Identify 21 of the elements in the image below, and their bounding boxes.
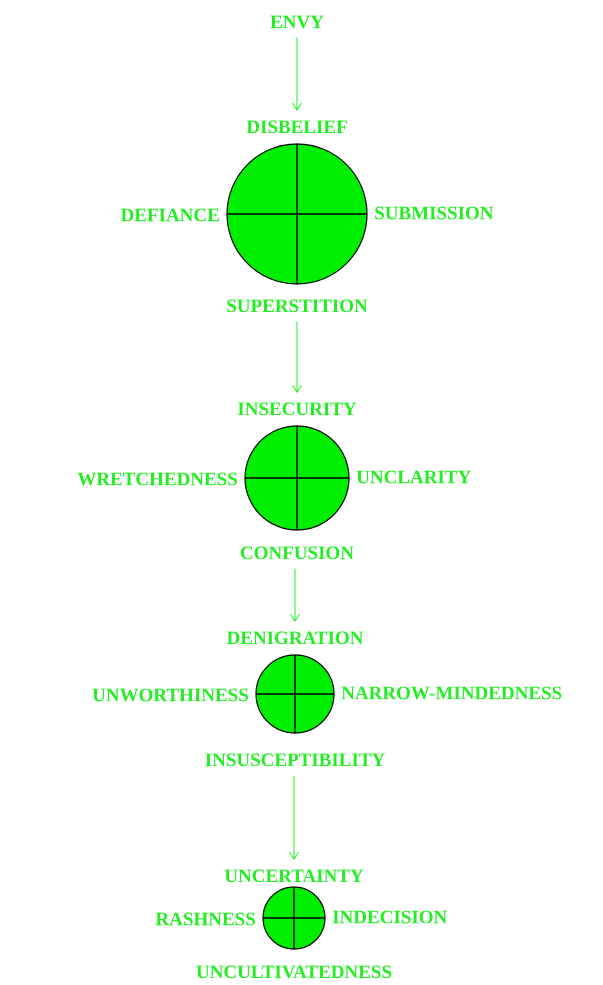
arrow	[292, 321, 302, 394]
circle-label: UNCULTIVATEDNESS	[196, 965, 392, 978]
circle-label: INSUSCEPTIBILITY	[205, 753, 385, 766]
circle-label: DENIGRATION	[226, 631, 364, 644]
word-label: ENVY	[270, 16, 324, 28]
circle-label: DISBELIEF	[246, 120, 347, 134]
circle-label: DEFIANCE	[120, 208, 219, 222]
circle-label: UNWORTHINESS	[92, 688, 248, 702]
circle-label: INDECISION	[332, 910, 448, 924]
circle-label: SUBMISSION	[375, 206, 494, 220]
circle-label: INSECURITY	[238, 402, 356, 416]
circle-label: UNCERTAINTY	[224, 869, 364, 882]
circle-label: UNCLARITY	[356, 470, 471, 484]
arrow	[292, 37, 302, 112]
arrow	[290, 568, 300, 622]
circle-label: WRETCHEDNESS	[78, 472, 237, 486]
circle-label: NARROW-MINDEDNESS	[342, 686, 562, 700]
circle-label: CONFUSION	[240, 546, 354, 560]
circle-label: RASHNESS	[156, 912, 255, 926]
circle-label: SUPERSTITION	[227, 299, 368, 312]
arrow	[289, 775, 299, 860]
